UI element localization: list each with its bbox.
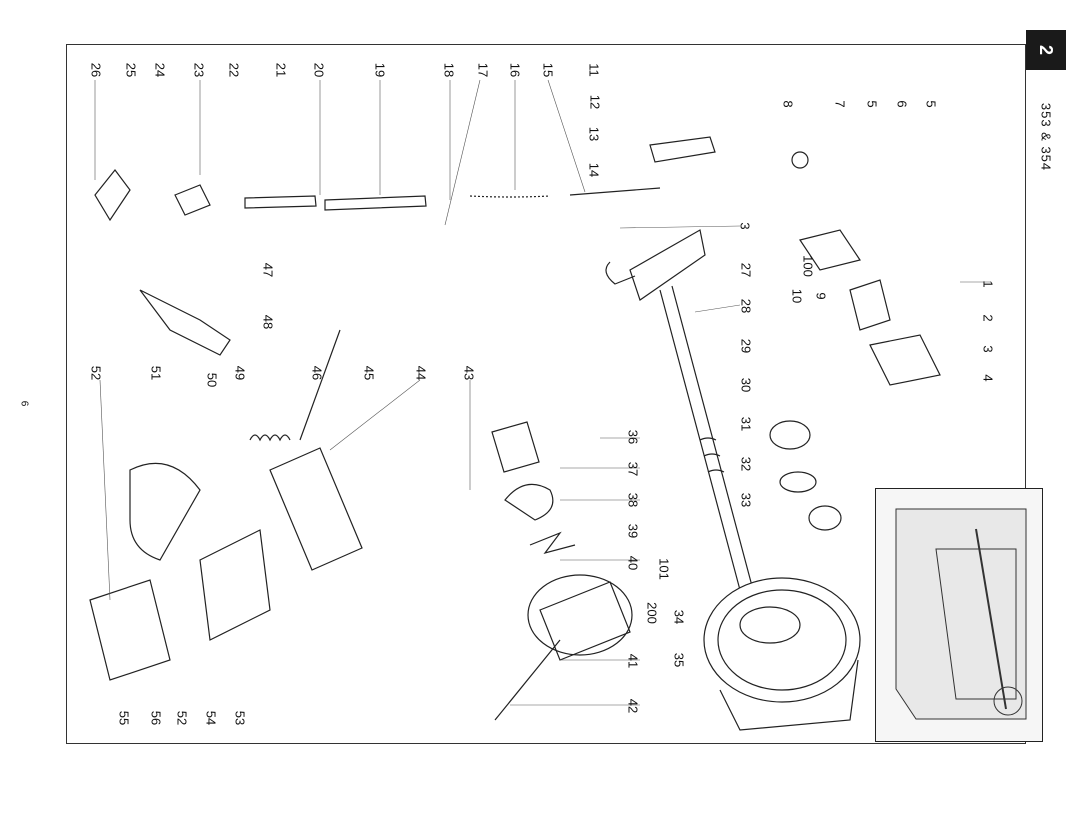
callout-label: 38 bbox=[625, 492, 641, 508]
callout-label: 33 bbox=[738, 492, 754, 508]
callout-label: 52 bbox=[88, 365, 104, 381]
machine-inset-drawing bbox=[895, 508, 1027, 720]
callout-label: 37 bbox=[625, 461, 641, 477]
diagram-frame bbox=[66, 44, 1026, 744]
callout-label: 45 bbox=[361, 365, 377, 381]
callout-label: 44 bbox=[413, 365, 429, 381]
callout-label: 13 bbox=[586, 126, 602, 142]
callout-label: 36 bbox=[625, 429, 641, 445]
plate-40 bbox=[539, 581, 631, 661]
callout-label: 5 bbox=[864, 100, 880, 108]
plate-49 bbox=[199, 529, 271, 641]
callout-label: 53 bbox=[232, 710, 248, 726]
bracket-13 bbox=[649, 136, 716, 163]
bevel-gear-31 bbox=[769, 420, 811, 450]
callout-label: 47 bbox=[260, 262, 276, 278]
callout-label: 5 bbox=[923, 100, 939, 108]
callout-label: 55 bbox=[116, 710, 132, 726]
callout-label: 3 bbox=[737, 222, 753, 230]
callout-label: 24 bbox=[152, 62, 168, 78]
callout-label: 17 bbox=[475, 62, 491, 78]
callout-label: 100 bbox=[800, 255, 816, 277]
callout-label: 30 bbox=[738, 377, 754, 393]
spring-16 bbox=[469, 195, 551, 198]
callout-label: 40 bbox=[625, 555, 641, 571]
sleeve-21 bbox=[244, 195, 317, 209]
callout-label: 11 bbox=[586, 63, 602, 77]
hook-gear-part bbox=[703, 577, 861, 731]
lever-48 bbox=[139, 289, 231, 356]
bushing-33 bbox=[808, 505, 842, 531]
rod-15 bbox=[569, 187, 661, 196]
callout-label: 31 bbox=[738, 416, 754, 432]
bushing-36 bbox=[491, 421, 540, 473]
callout-label: 15 bbox=[540, 62, 556, 78]
bracket-52 bbox=[89, 579, 171, 681]
callout-label: 48 bbox=[260, 314, 276, 330]
section-badge-box: 2 bbox=[1026, 30, 1066, 70]
callout-label: 101 bbox=[656, 558, 672, 580]
pin-45 bbox=[299, 329, 341, 441]
spring-46 bbox=[249, 434, 291, 442]
plate-37 bbox=[504, 483, 554, 521]
callout-label: 28 bbox=[738, 298, 754, 314]
plate-51 bbox=[129, 462, 201, 561]
spring-38 bbox=[529, 531, 576, 555]
callout-label: 19 bbox=[372, 62, 388, 78]
callout-label: 14 bbox=[586, 162, 602, 178]
callout-label: 22 bbox=[226, 62, 242, 78]
needle-plate-44 bbox=[269, 447, 363, 571]
callout-label: 3 bbox=[980, 345, 996, 353]
base-40 bbox=[527, 574, 633, 656]
callout-label: 49 bbox=[232, 365, 248, 381]
callout-label: 46 bbox=[309, 365, 325, 381]
callout-label: 1 bbox=[980, 280, 996, 288]
callout-label: 26 bbox=[88, 62, 104, 78]
link-7 bbox=[799, 229, 861, 271]
callout-label: 43 bbox=[461, 365, 477, 381]
callout-label: 29 bbox=[738, 338, 754, 354]
callout-label: 7 bbox=[832, 100, 848, 108]
callout-label: 52 bbox=[174, 710, 190, 726]
callout-label: 32 bbox=[738, 456, 754, 472]
callout-label: 25 bbox=[123, 62, 139, 78]
machine-location-inset bbox=[875, 488, 1043, 742]
clamp-23 bbox=[174, 184, 211, 216]
callout-label: 18 bbox=[441, 62, 457, 78]
callout-label: 16 bbox=[507, 62, 523, 78]
washer-32 bbox=[779, 471, 817, 493]
callout-label: 4 bbox=[980, 374, 996, 382]
callout-label: 51 bbox=[148, 365, 164, 381]
callout-label: 9 bbox=[813, 292, 829, 300]
block-1 bbox=[849, 279, 891, 331]
callout-label: 10 bbox=[789, 288, 805, 304]
callout-label: 200 bbox=[644, 602, 660, 624]
callout-label: 20 bbox=[311, 62, 327, 78]
callout-label: 12 bbox=[587, 94, 603, 110]
shaft-42 bbox=[494, 639, 561, 721]
callout-label: 54 bbox=[203, 710, 219, 726]
callout-label: 50 bbox=[204, 372, 220, 388]
guide-26 bbox=[94, 169, 131, 222]
callout-label: 23 bbox=[191, 62, 207, 78]
callout-label: 6 bbox=[894, 100, 910, 108]
screw-8 bbox=[791, 151, 809, 169]
main-shaft-part bbox=[605, 229, 753, 591]
callout-label: 56 bbox=[148, 710, 164, 726]
callout-label: 39 bbox=[625, 523, 641, 539]
crank-4 bbox=[869, 334, 941, 386]
callout-label: 35 bbox=[671, 652, 687, 668]
rod-19 bbox=[324, 195, 427, 211]
callout-label: 2 bbox=[980, 314, 996, 322]
callout-label: 27 bbox=[738, 262, 754, 278]
callout-label: 34 bbox=[671, 609, 687, 625]
callout-label: 21 bbox=[273, 62, 289, 78]
callout-label: 42 bbox=[625, 698, 641, 714]
callout-label: 41 bbox=[625, 653, 641, 669]
callout-label: 8 bbox=[780, 100, 796, 108]
